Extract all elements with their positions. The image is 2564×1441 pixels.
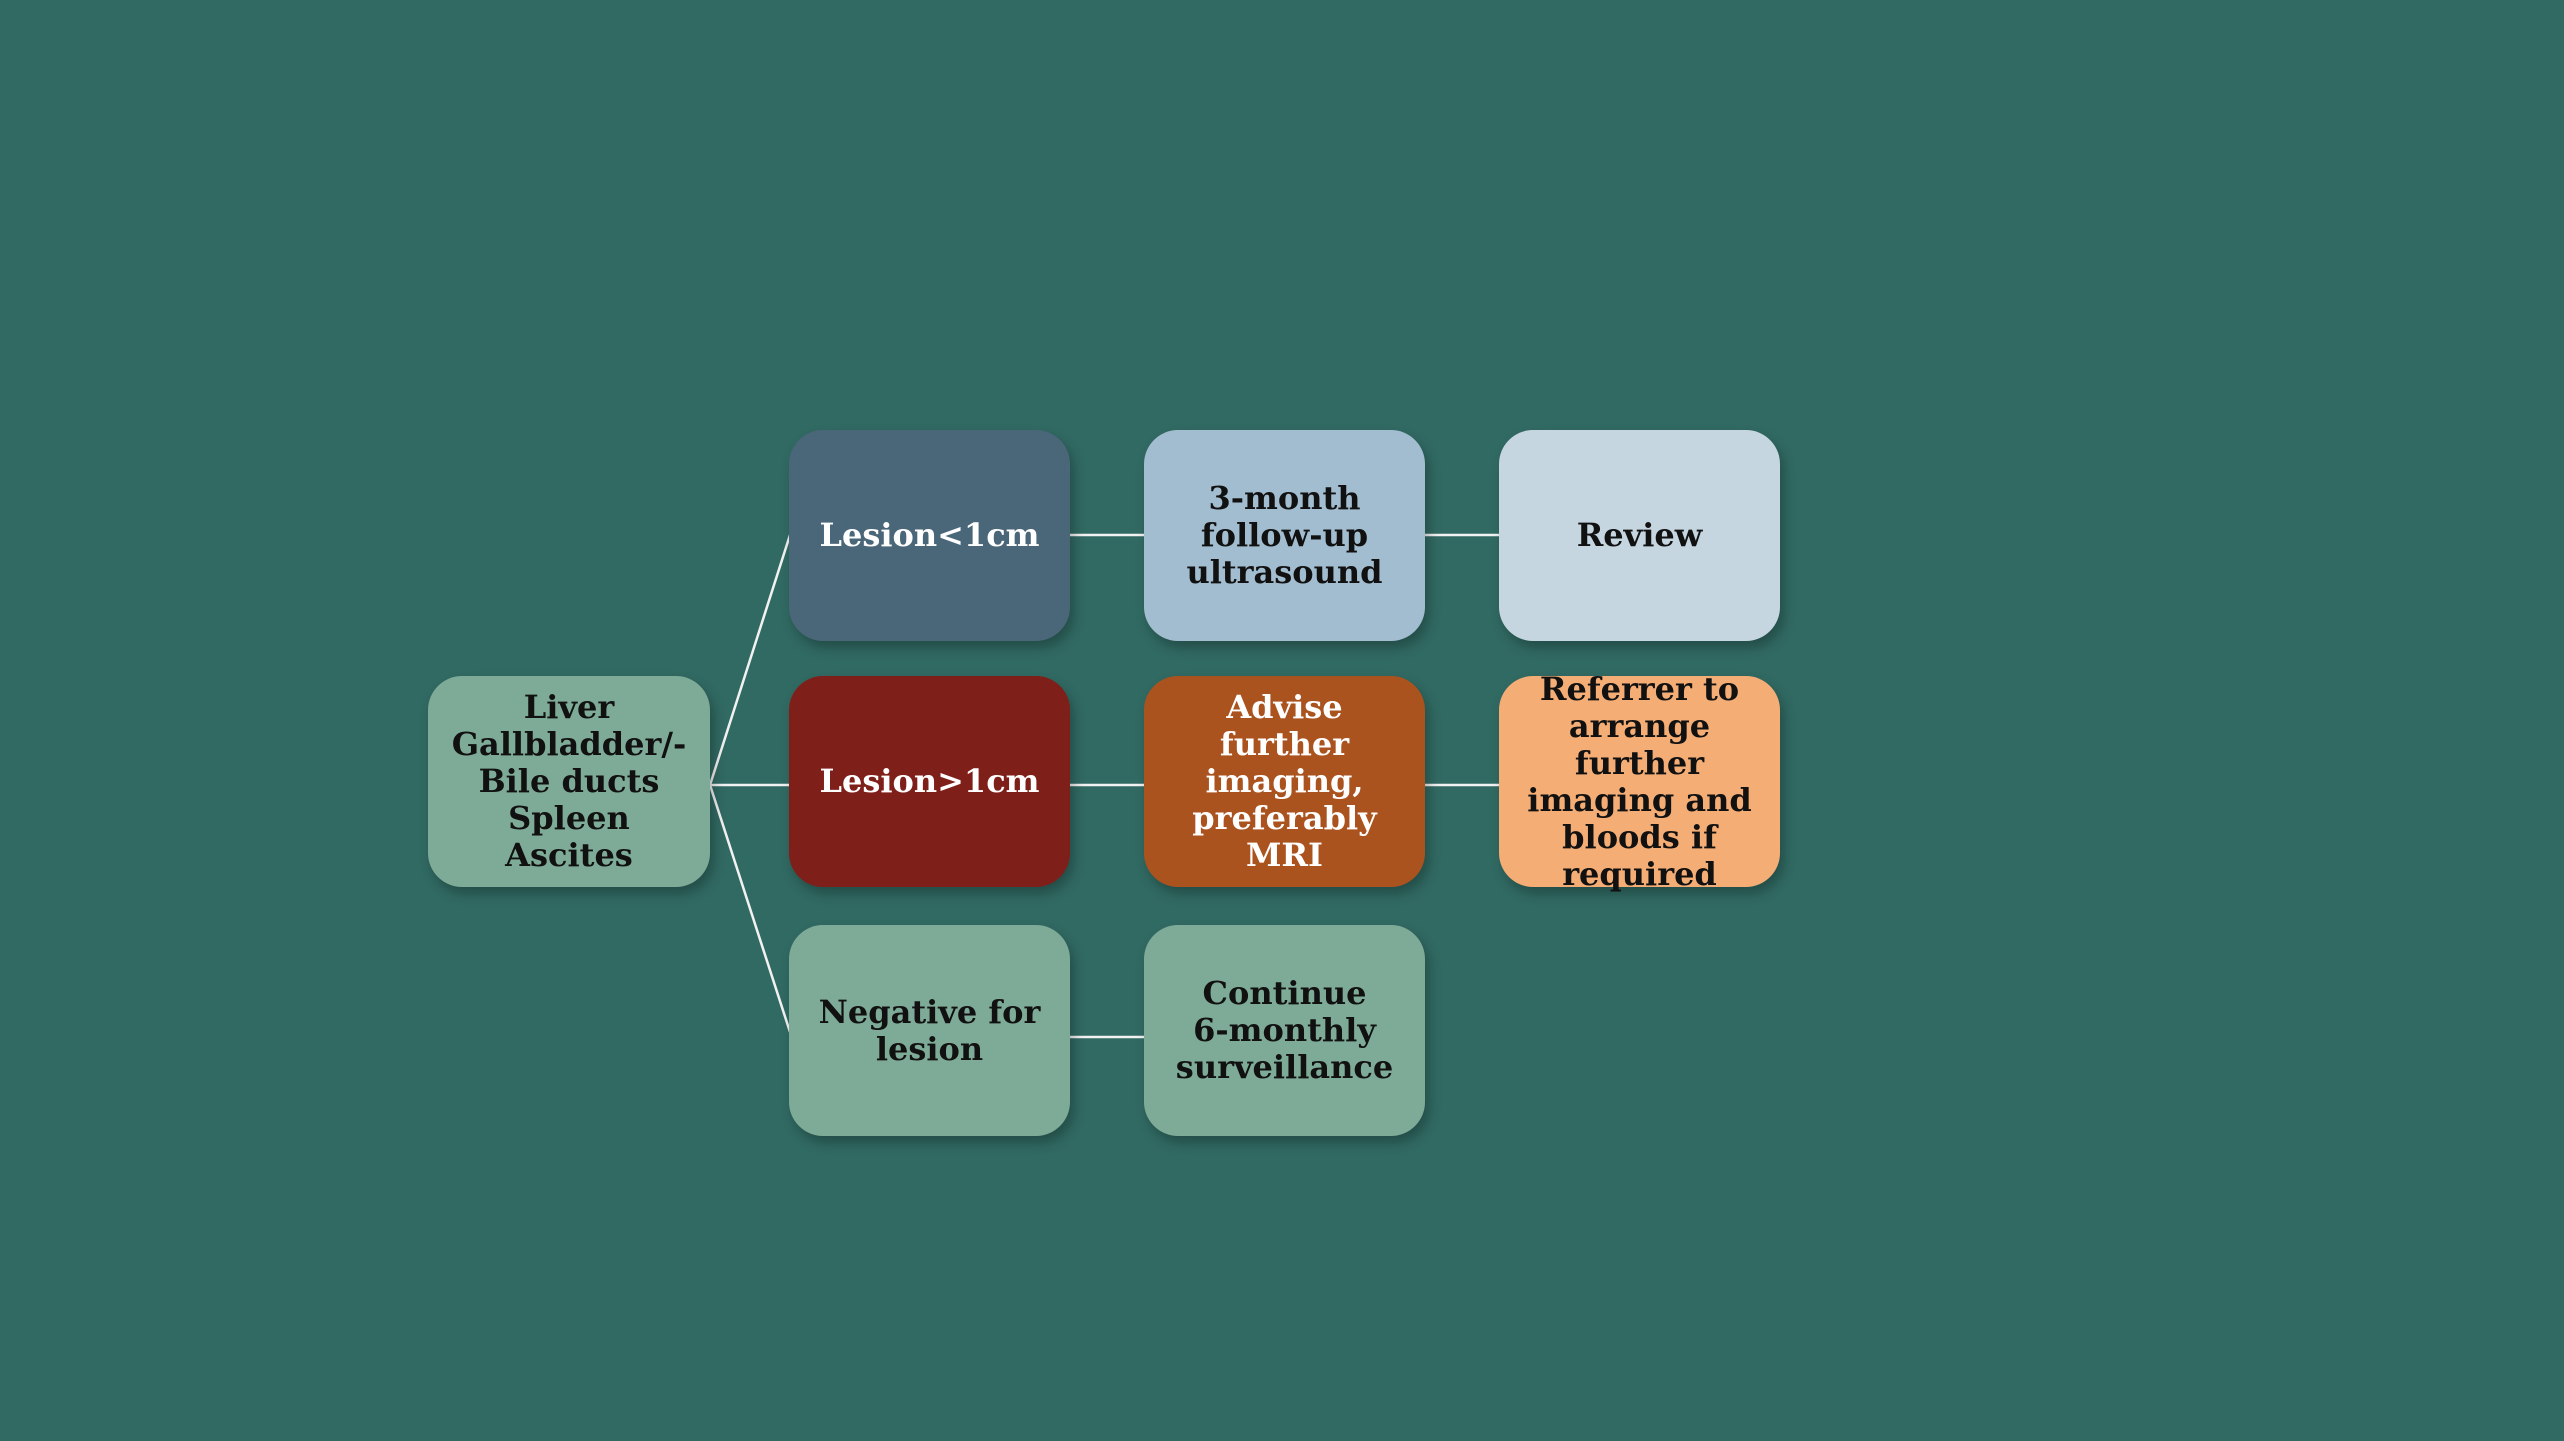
node-organs-label: Liver Gallbladder/- Bile ducts Spleen As… bbox=[451, 688, 687, 874]
node-continue-label: Continue 6-monthly surveillance bbox=[1175, 974, 1394, 1086]
connector-organs-to-negative bbox=[708, 784, 792, 1033]
node-advise-label: Advise further imaging, preferably MRI bbox=[1192, 688, 1377, 874]
node-lesion-large-label: Lesion>1cm bbox=[819, 762, 1040, 800]
node-negative: Negative for lesion bbox=[789, 925, 1070, 1136]
node-lesion-small-label: Lesion<1cm bbox=[819, 516, 1040, 554]
node-lesion-small: Lesion<1cm bbox=[789, 430, 1070, 641]
node-referrer: Referrer to arrange further imaging and … bbox=[1499, 670, 1780, 892]
node-review: Review bbox=[1499, 430, 1780, 641]
node-organs: Liver Gallbladder/- Bile ducts Spleen As… bbox=[428, 676, 710, 887]
node-followup: 3-month follow-up ultrasound bbox=[1144, 430, 1425, 641]
node-followup-label: 3-month follow-up ultrasound bbox=[1186, 479, 1383, 591]
connector-organs-to-lesion-small bbox=[708, 534, 792, 786]
node-negative-label: Negative for lesion bbox=[818, 992, 1041, 1068]
node-continue: Continue 6-monthly surveillance bbox=[1144, 925, 1425, 1136]
node-advise: Advise further imaging, preferably MRI bbox=[1144, 676, 1425, 887]
node-review-label: Review bbox=[1576, 516, 1703, 554]
node-lesion-large: Lesion>1cm bbox=[789, 676, 1070, 887]
node-referrer-label: Referrer to arrange further imaging and … bbox=[1527, 669, 1752, 893]
